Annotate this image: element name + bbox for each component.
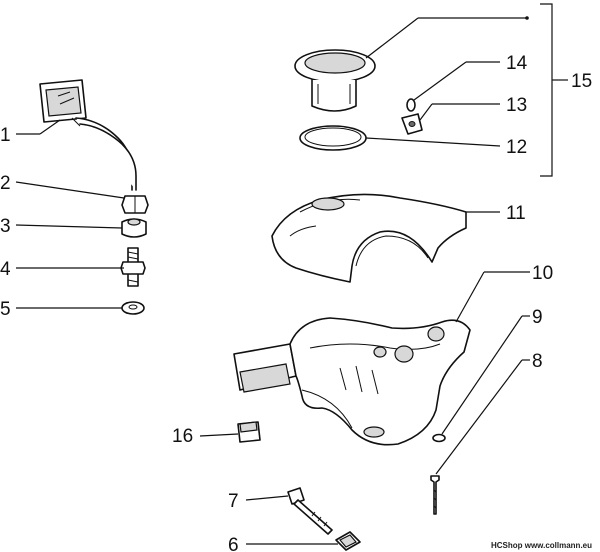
leader-lines bbox=[15, 3, 568, 545]
label-4: 4 bbox=[0, 259, 11, 280]
small-plug-part bbox=[406, 98, 416, 112]
label-15: 15 bbox=[571, 71, 592, 92]
nut-part bbox=[121, 195, 149, 214]
collar-part bbox=[121, 218, 147, 238]
label-14: 14 bbox=[506, 53, 528, 74]
label-9: 9 bbox=[532, 307, 543, 328]
mirror-part bbox=[39, 79, 137, 191]
switch-block-part bbox=[237, 421, 261, 443]
upper-handlebar-cover-part bbox=[271, 193, 467, 283]
label-11: 11 bbox=[506, 203, 526, 224]
square-nut-part bbox=[335, 531, 361, 551]
label-12: 12 bbox=[506, 137, 527, 158]
clip-part bbox=[401, 113, 423, 135]
label-2: 2 bbox=[0, 173, 11, 194]
label-6: 6 bbox=[228, 535, 239, 552]
label-8: 8 bbox=[532, 351, 543, 372]
watermark-text: HCShop www.collmann.eu bbox=[490, 541, 592, 550]
stud-part bbox=[120, 247, 146, 287]
speedometer-housing-part bbox=[294, 49, 376, 112]
washer-part bbox=[121, 301, 145, 315]
label-7: 7 bbox=[228, 491, 239, 512]
label-5: 5 bbox=[0, 299, 11, 320]
label-13: 13 bbox=[506, 95, 527, 116]
long-screw-part bbox=[430, 475, 440, 515]
callout-labels: 1 2 3 4 5 16 7 6 14 13 12 11 15 10 9 8 bbox=[0, 53, 592, 552]
lower-handlebar-housing-part bbox=[233, 317, 471, 446]
label-1: 1 bbox=[0, 125, 11, 146]
label-16: 16 bbox=[172, 426, 193, 447]
bolt-part bbox=[287, 487, 333, 535]
label-3: 3 bbox=[0, 216, 11, 237]
label-10: 10 bbox=[532, 263, 553, 284]
small-washer-part bbox=[432, 433, 446, 443]
o-ring-part bbox=[299, 125, 367, 151]
